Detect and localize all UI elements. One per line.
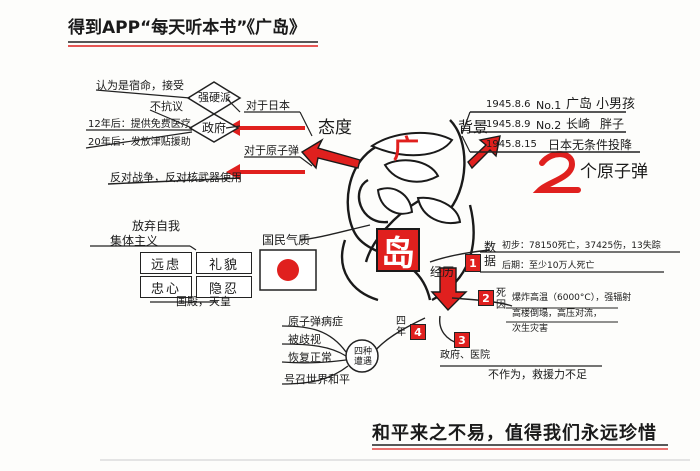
trait-loyalty: 忠心 [140,276,192,298]
app-title: 得到APP“每天听本书” [68,18,248,38]
book-title: 《广岛》 [238,18,306,38]
center-title-bottom: 岛 [376,228,420,274]
background-label: 背景 [458,118,489,136]
gov-hospital: 政府、医院 [440,350,490,361]
toward-bomb-label: 对于原子弹 [244,144,299,157]
encounter-2: 被歧视 [288,333,321,346]
experience-num-1: 1 [465,254,481,272]
hawks-detail: 认为是宿命，接受 [96,79,184,92]
attitude-label: 态度 [318,118,352,138]
fourth-year-label: 四年 [396,316,406,338]
experience-label: 经历 [430,265,455,279]
trait-politeness: 礼貌 [196,252,252,274]
twenty-years-later: 20年后：发放津贴援助 [88,137,191,148]
bomb-detail: 反对战争，反对核武器使用 [110,171,242,184]
footer-quote: 和平来之不易，值得我们永远珍惜 [372,423,657,444]
arrow-toward-bomb [226,164,305,180]
experience-title-2: 死因 [496,288,506,311]
twelve-years-later: 12年后：提供免费医疗 [88,119,191,130]
cause-line-2: 高楼倒塌，高压对流， [512,309,603,319]
trait-foresight: 远虑 [140,252,192,274]
government-node: 政府 [202,121,227,135]
give-up-self: 放弃自我 [132,219,181,233]
bomb-count-numeral: 2 [0,0,1,1]
data-line-2: 后期：至少10万人死亡 [502,261,595,271]
no-protest: 不抗议 [150,100,183,113]
center-title-top: 广 [393,135,420,165]
encounter-3: 恢复正常 [288,351,332,364]
trait-forbearance: 隐忍 [196,276,252,298]
collectivism: 集体主义 [110,234,159,248]
data-line-1: 初步：78150死亡，37425伤，13失踪 [502,241,661,251]
experience-num-3: 3 [454,332,470,348]
cause-line-3: 次生灾害 [512,324,549,334]
hawks-node: 强硬派 [198,91,231,104]
emperor-label: 国殿，天皇 [176,295,231,308]
cause-line-1: 爆炸高温（6000°C），强辐射 [512,293,632,303]
experience-title-1: 数据 [484,240,497,268]
four-encounters-label: 四种遭遇 [353,347,372,367]
arrow-experience [430,267,468,312]
encounter-4: 号召世界和平 [284,373,350,386]
arrow-attitude [300,138,361,170]
experience-num-2: 2 [478,290,494,306]
national-character-label: 国民气质 [262,233,311,247]
rescue-insufficient: 不作为，救援力不足 [488,368,587,381]
numeral-two-swash [532,151,581,193]
toward-japan-label: 对于日本 [246,99,290,112]
experience-num-4: 4 [410,324,426,340]
encounter-1: 原子弹病症 [288,315,343,328]
arrow-toward-japan [226,120,305,136]
bomb-count-label: 个原子弹 [580,162,648,182]
